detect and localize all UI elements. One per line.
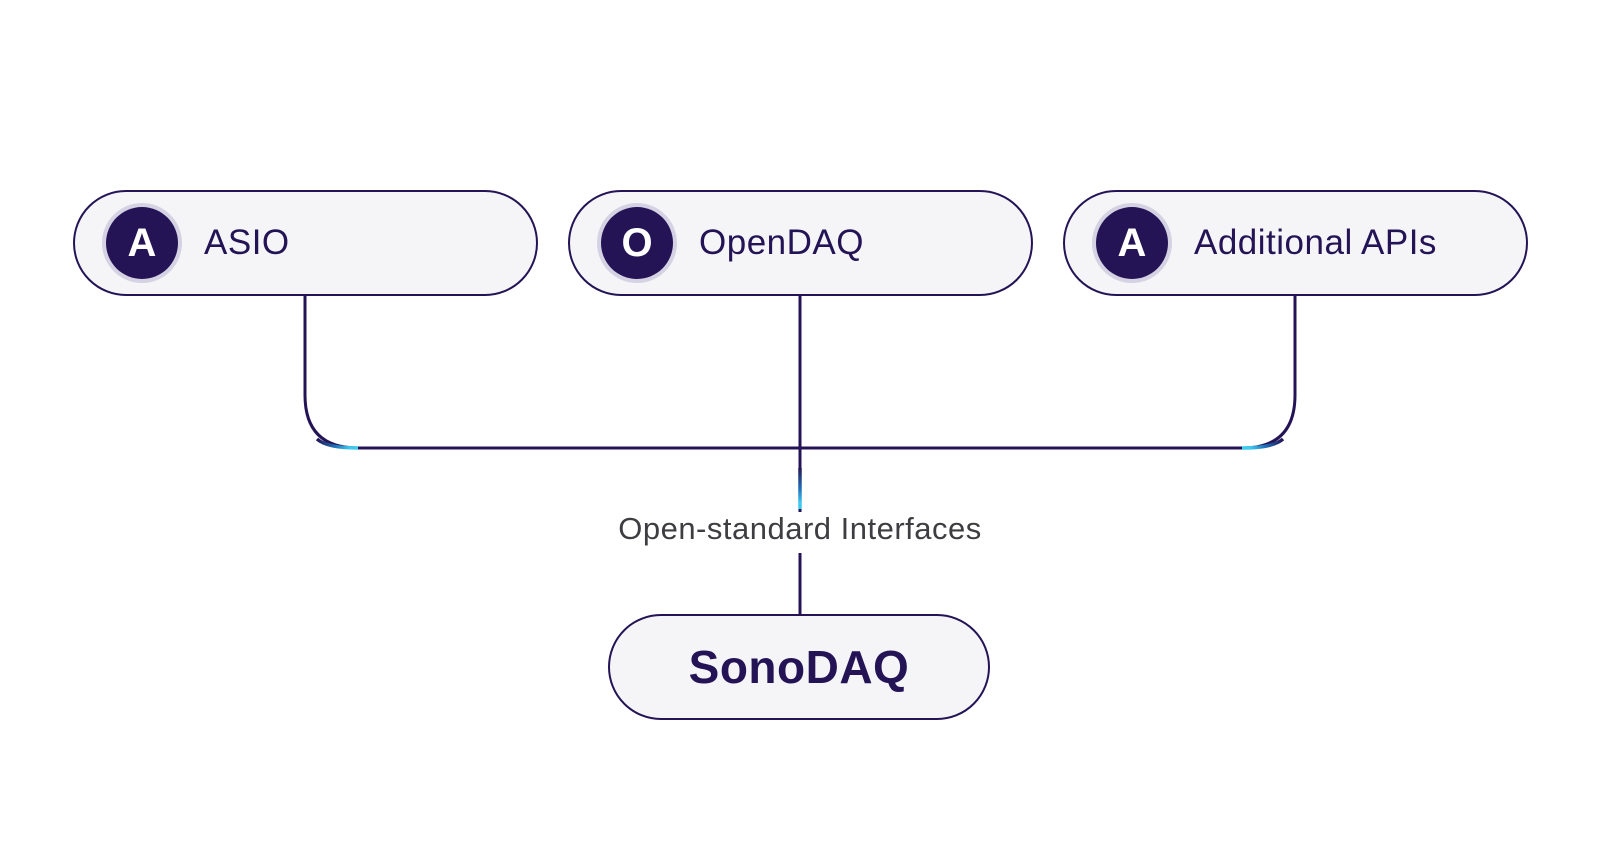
node-opendaq: O OpenDAQ bbox=[568, 190, 1033, 296]
node-asio: A ASIO bbox=[73, 190, 538, 296]
node-opendaq-label: OpenDAQ bbox=[699, 223, 864, 262]
node-sonodaq: SonoDAQ bbox=[608, 614, 990, 720]
asio-icon: A bbox=[106, 207, 178, 279]
pulse-left bbox=[315, 437, 359, 450]
opendaq-icon: O bbox=[601, 207, 673, 279]
bracket-line bbox=[303, 296, 1297, 450]
node-additional-apis-label: Additional APIs bbox=[1194, 223, 1437, 262]
additional-apis-icon: A bbox=[1096, 207, 1168, 279]
pulse-right bbox=[1241, 437, 1285, 450]
node-additional-apis: A Additional APIs bbox=[1063, 190, 1528, 296]
node-asio-label: ASIO bbox=[204, 223, 290, 262]
connector-label: Open-standard Interfaces bbox=[618, 511, 982, 546]
node-sonodaq-label: SonoDAQ bbox=[688, 641, 910, 693]
